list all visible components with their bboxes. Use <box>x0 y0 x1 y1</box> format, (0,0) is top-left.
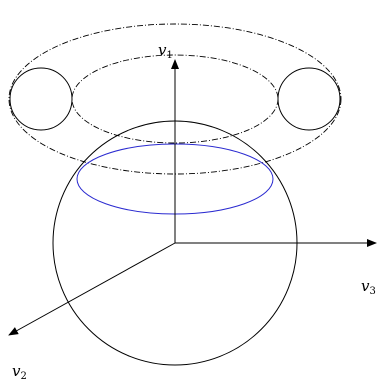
torus-tube-section-right <box>277 67 341 131</box>
torus-tube-section-left <box>9 67 73 131</box>
v2-axis-label: v2 <box>12 362 27 382</box>
v3-axis-label: v3 <box>361 277 376 297</box>
v2-axis-arrow <box>8 242 176 336</box>
v1-axis-label: v1 <box>158 41 173 61</box>
